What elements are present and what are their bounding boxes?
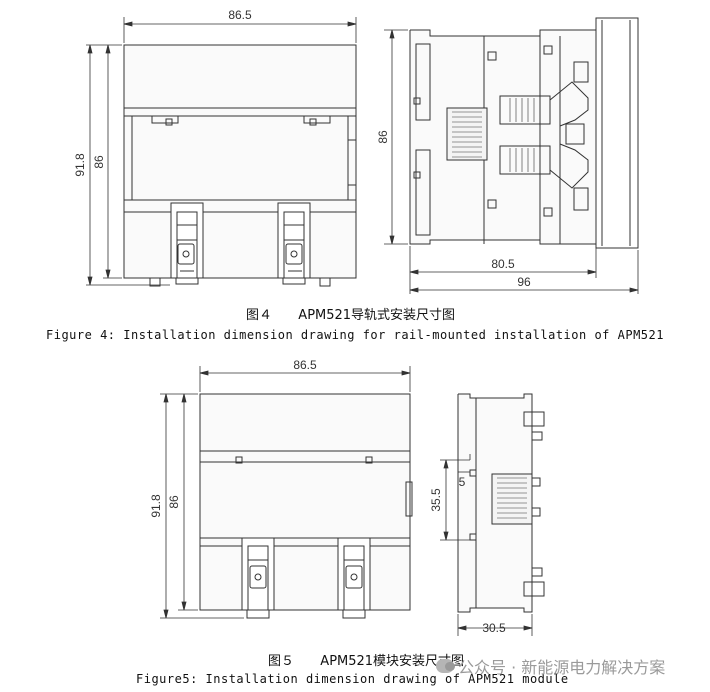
fig4-din-clip-right — [277, 202, 311, 285]
fig4-side-dimensions — [384, 29, 639, 294]
fig5-front-view — [199, 393, 413, 619]
fig5-front-dimensions — [160, 366, 411, 619]
fig4-caption-num: 图４ — [246, 308, 273, 323]
fig4-front-view — [123, 44, 357, 287]
fig5-slot-height-label: 35.5 — [429, 488, 443, 512]
wechat-icon — [436, 659, 455, 673]
fig5-caption-num: 图５ — [268, 654, 295, 669]
fig4-dim-outer-height-label: 91.8 — [73, 153, 87, 177]
watermark-text: 公众号 · 新能源电力解决方案 — [458, 658, 666, 677]
fig4-caption-en: Figure 4: Installation dimension drawing… — [46, 328, 664, 342]
fig4-din-clip-left — [170, 202, 204, 285]
fig4-dim-width-label: 86.5 — [228, 8, 252, 22]
watermark: 公众号 · 新能源电力解决方案 — [436, 654, 665, 678]
fig5-din-clip-left — [241, 537, 275, 619]
fig5-dim-outer-height-label: 91.8 — [149, 494, 163, 518]
fig4-side-view — [409, 17, 639, 249]
fig5-side-dimensions — [440, 454, 533, 636]
fig4-caption-cn: 图４ APM521导轨式安装尺寸图 — [246, 304, 455, 323]
fig4-caption-title: APM521导轨式安装尺寸图 — [298, 308, 456, 323]
fig5-side-view — [457, 393, 545, 613]
fig4-side-height-label: 86 — [376, 130, 390, 144]
fig5-din-clip-right — [337, 537, 371, 619]
fig4-side-depth-inner-label: 80.5 — [491, 257, 515, 271]
fig5-dim-inner-height-label: 86 — [167, 495, 181, 509]
fig5-caption-cn: 图５ APM521模块安装尺寸图 — [268, 650, 464, 669]
fig5-dim-width-label: 86.5 — [293, 358, 317, 372]
fig5-side-depth-label: 30.5 — [482, 621, 506, 635]
fig5-caption-en: Figure5: Installation dimension drawing … — [136, 672, 569, 686]
fig4-dim-inner-height-label: 86 — [92, 155, 106, 169]
fig5-caption-title: APM521模块安装尺寸图 — [320, 654, 465, 669]
fig5-slot-offset-label: 5 — [459, 475, 466, 489]
fig4-side-depth-total-label: 96 — [517, 275, 531, 289]
fig4-front-dimensions — [86, 17, 357, 286]
